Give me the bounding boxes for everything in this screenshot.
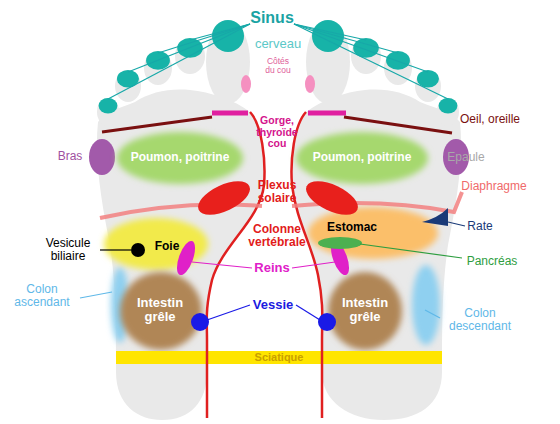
organ-label: Reins (254, 261, 289, 275)
zone-fill (328, 272, 402, 350)
organ-zone: Intestin grêle (324, 268, 406, 354)
toe (115, 70, 141, 102)
solar-plexus-zone (301, 174, 363, 221)
organ-label: Sinus (250, 9, 294, 27)
leader-line (100, 249, 131, 250)
neck-side-zone (305, 75, 315, 93)
eye-ear-zone (344, 117, 452, 133)
colon-zone (412, 265, 440, 345)
organ-label: Epaule (447, 151, 484, 164)
organ-label: Vesicule biliaire (36, 237, 100, 263)
organ-label: Rate (467, 220, 492, 233)
leader-line (448, 222, 465, 226)
leader-line (207, 305, 250, 320)
organ-label: Côtés du cou (261, 57, 295, 76)
diaphragm-line (100, 205, 262, 219)
organ-label: Colon ascendant (6, 283, 78, 309)
sinus-zone (386, 51, 410, 70)
organ-zone: Foie (100, 214, 212, 274)
zone-label: Poumon, poitrine (131, 151, 230, 164)
neck-side-zone (241, 75, 251, 93)
leader-line (292, 262, 335, 268)
zone-label: Intestin grêle (125, 296, 195, 325)
toe (351, 38, 381, 74)
zone-label: Intestin grêle (330, 296, 400, 325)
arm-zone (89, 139, 115, 175)
zone-label: Foie (155, 240, 180, 253)
toe (97, 98, 119, 126)
leader-line (108, 24, 250, 99)
toe (437, 98, 459, 126)
zone-fill (296, 132, 428, 184)
toe (415, 70, 441, 102)
zone-label: Sciatique (255, 351, 304, 363)
organ-zone: Poumon, poitrine (292, 128, 432, 188)
leader-line (425, 310, 440, 318)
zone-fill (308, 207, 438, 259)
zone-fill (117, 132, 243, 184)
organ-zone: Estomac (304, 203, 442, 263)
organ-label: Diaphragme (461, 180, 526, 193)
leader-line (360, 244, 462, 258)
foot-sole (292, 90, 462, 421)
solar-plexus-zone (193, 174, 255, 221)
sinus-zone (439, 98, 458, 113)
foot-sole (97, 90, 265, 421)
organ-label: Vessie (253, 298, 294, 312)
organ-label: Plexus solaire (249, 179, 305, 205)
leader-line (192, 262, 252, 268)
organ-zone: Poumon, poitrine (113, 128, 247, 188)
organ-zone: Intestin grêle (116, 268, 206, 354)
pancreas-zone (318, 237, 362, 249)
zone-fill (120, 272, 202, 350)
zone-fill (116, 351, 442, 364)
spleen-zone (422, 208, 448, 226)
leader-line (294, 24, 398, 53)
leader-line (294, 24, 428, 72)
organ-label: Colonne vertébrale (241, 223, 313, 249)
sinus-zone (99, 98, 118, 113)
eye-ear-zone (102, 117, 212, 132)
organ-label: cerveau (255, 37, 301, 51)
bladder-zone (318, 313, 336, 331)
zone-label: Estomac (327, 221, 377, 234)
organ-label: Bras (58, 150, 83, 163)
gallbladder-zone (131, 243, 145, 257)
zone-label: Poumon, poitrine (313, 151, 412, 164)
organ-label: Pancréas (467, 255, 518, 268)
bladder-zone (191, 313, 209, 331)
leader-line (80, 292, 112, 298)
leader-line (128, 24, 250, 72)
organ-label: Gorge, thyroïde cou (248, 115, 306, 150)
organ-label: Oeil, oreille (460, 113, 520, 126)
leader-line (296, 305, 320, 320)
organ-label: Colon descendant (441, 307, 519, 333)
leader-line (294, 24, 448, 99)
throat-zone (212, 111, 248, 116)
throat-zone (308, 111, 346, 116)
organ-zone: Sciatique (116, 351, 442, 364)
kidney-zone (173, 239, 198, 278)
